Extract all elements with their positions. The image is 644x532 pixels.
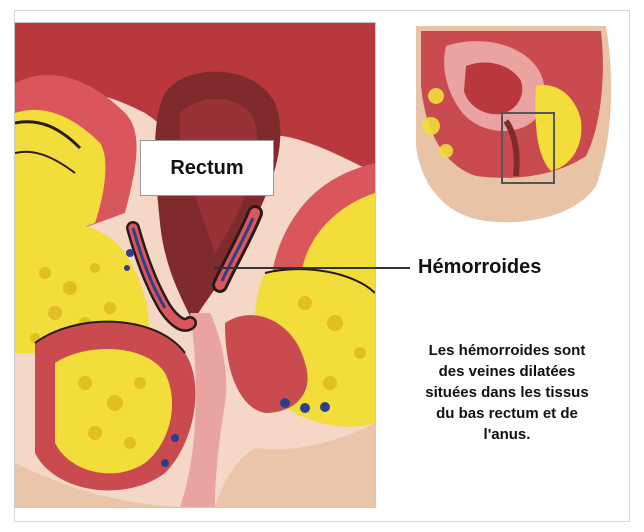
rectum-cross-section-illustration	[14, 22, 376, 508]
rectum-label: Rectum	[140, 140, 274, 196]
description-text: Les hémorroides sont des veines dilatées…	[382, 340, 632, 445]
hemorrhoid-label: Hémorroides	[418, 256, 618, 279]
zoom-region-frame	[501, 112, 555, 184]
hemorrhoid-pointer-line	[214, 267, 410, 269]
